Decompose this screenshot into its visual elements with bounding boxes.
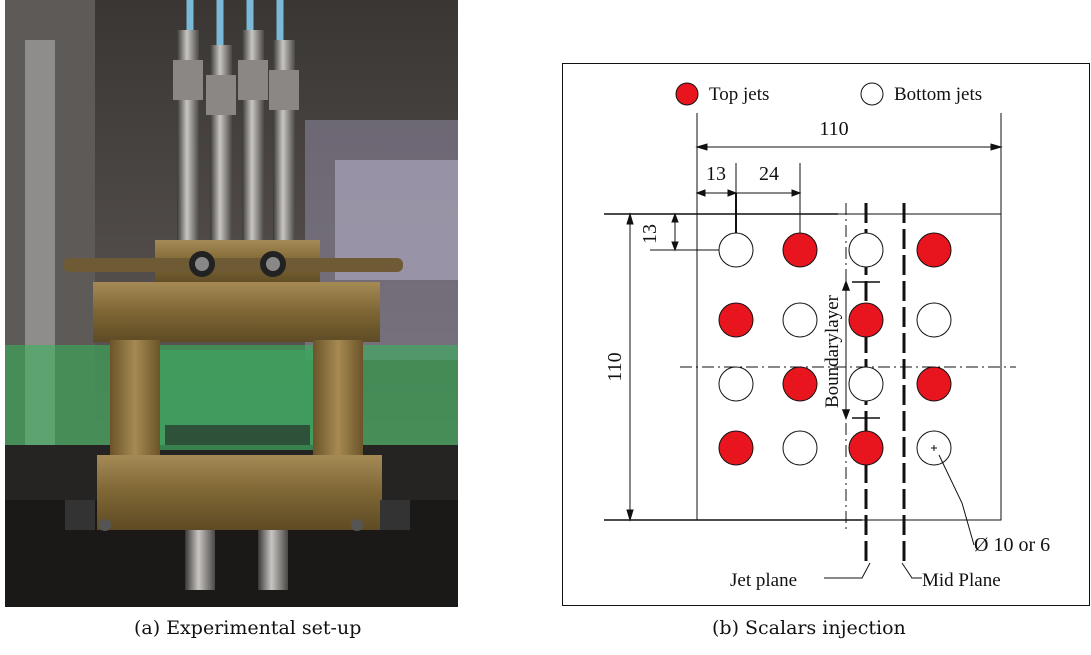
caption-experimental-setup: (a) Experimental set-up	[134, 617, 362, 639]
mid-plane-label: Mid Plane	[922, 570, 1001, 591]
dim-110-top: 110	[819, 118, 848, 140]
test-section-bottom-frame	[97, 455, 382, 530]
jet-r2c2	[782, 302, 818, 338]
legend-top-jets: Top jets	[709, 84, 769, 105]
diameter-leader	[938, 454, 975, 546]
legend-top-jet-marker	[675, 82, 699, 106]
legend-bottom-jet-marker	[860, 82, 884, 106]
injector-rods	[173, 30, 299, 245]
scalars-injection-diagram: Top jets Bottom jets 110 13 24 13 110	[562, 63, 1090, 606]
jet-r3c2	[782, 366, 818, 402]
boundary-layer-label-2: layer	[822, 294, 843, 333]
jet-plane-leader	[824, 562, 871, 579]
test-section-top-frame	[93, 282, 380, 342]
jet-r1c4	[916, 232, 952, 268]
jet-r2c3	[848, 302, 884, 338]
jet-r3c4	[916, 366, 952, 402]
jet-plane-label: Jet plane	[730, 570, 797, 591]
dim-13-y: 13	[639, 224, 661, 244]
boundary-layer-markers	[841, 279, 880, 421]
jet-r4c3	[848, 430, 884, 466]
jet-r2c1	[718, 302, 754, 338]
jet-r1c1	[718, 232, 754, 268]
dim-13-x: 13	[706, 163, 726, 185]
dim-24: 24	[759, 163, 779, 185]
legend-bottom-jets: Bottom jets	[894, 84, 982, 105]
dimension-width-110	[695, 113, 1003, 214]
jet-r3c3	[848, 366, 884, 402]
right-post	[313, 340, 363, 460]
jet-r1c3	[848, 232, 884, 268]
jet-r1c2	[782, 232, 818, 268]
boundary-layer-label-1: Boundary	[822, 333, 843, 408]
jet-r4c1	[718, 430, 754, 466]
diagram-frame	[562, 63, 1090, 606]
jet-r4c2	[782, 430, 818, 466]
jet-r3c1	[718, 366, 754, 402]
jet-grid	[718, 232, 952, 466]
caption-scalars-injection: (b) Scalars injection	[712, 617, 906, 639]
mid-plane-leader	[901, 562, 922, 579]
experimental-setup-photo	[5, 0, 458, 607]
jet-r2c4	[916, 302, 952, 338]
left-post	[110, 340, 160, 460]
dim-110-left: 110	[604, 352, 626, 381]
dimension-height-110	[626, 212, 634, 522]
diameter-label: Ø 10 or 6	[974, 534, 1050, 556]
